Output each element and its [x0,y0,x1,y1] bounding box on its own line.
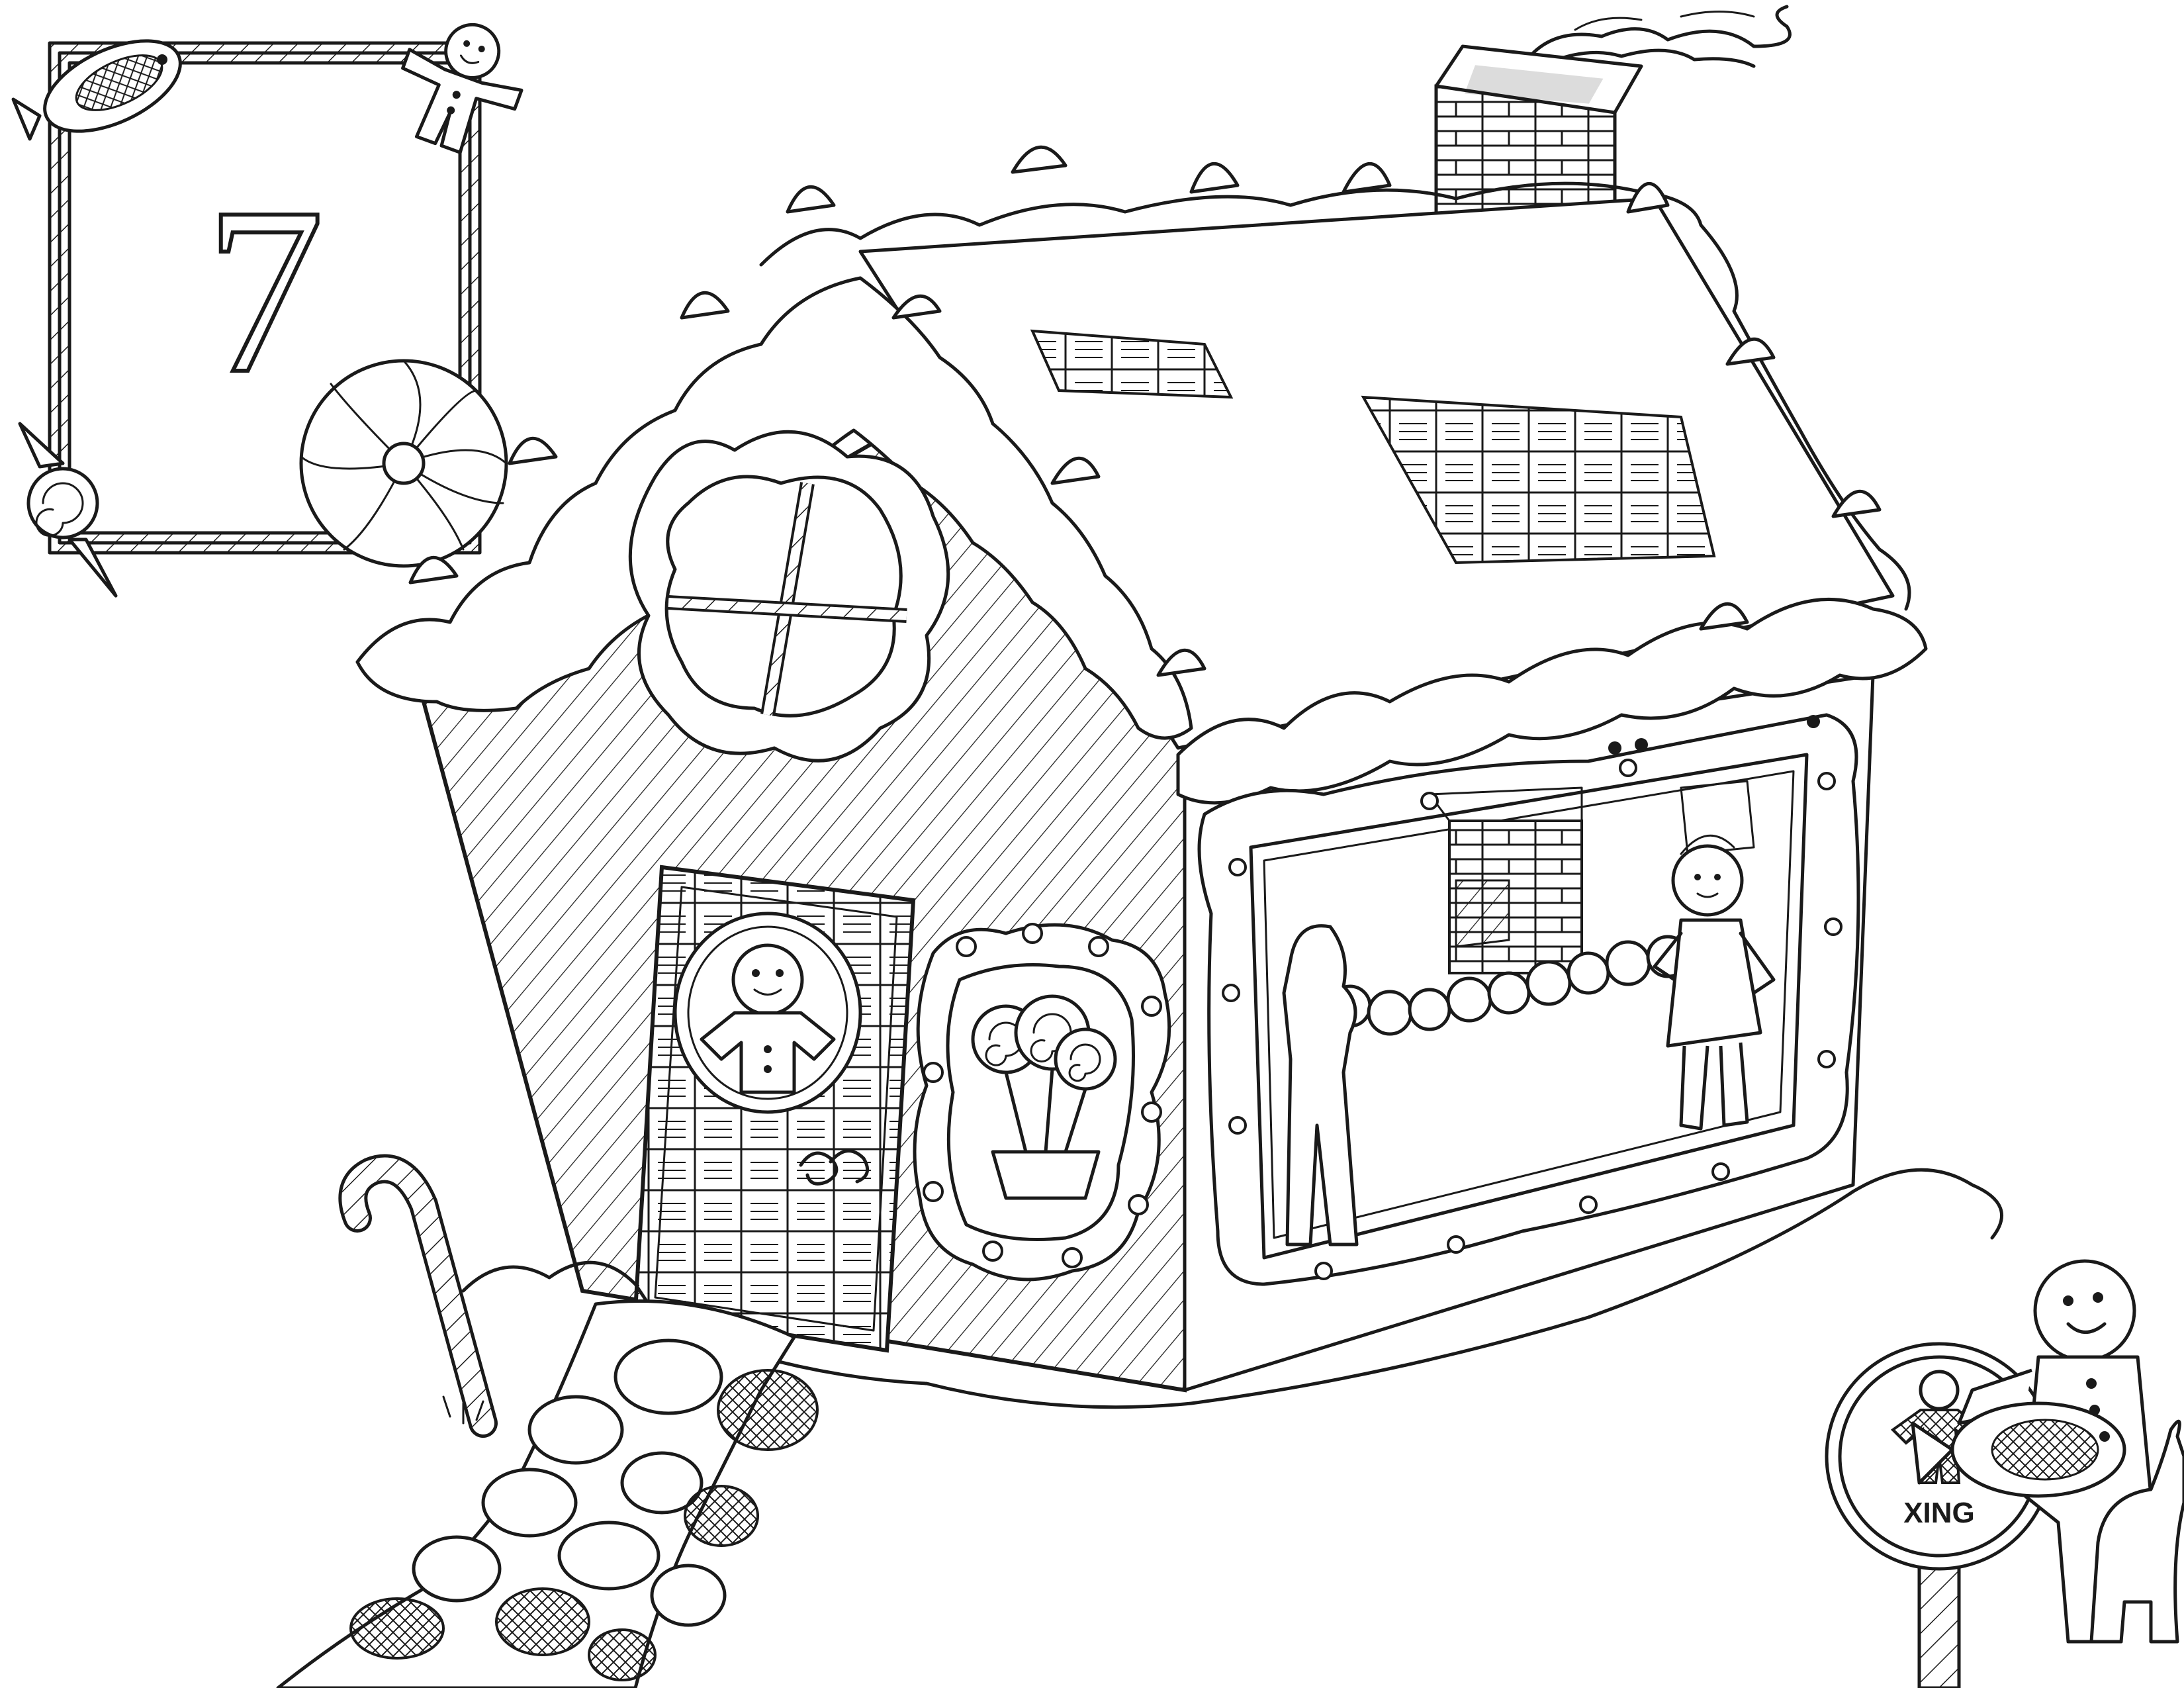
candy-cane-icon [338,1154,498,1438]
gingerbread-house [355,146,1928,1393]
gingerbread-man-icon [1282,924,1359,1246]
stone-path [276,1299,819,1688]
roof-frosting-ridge [759,181,1911,611]
gingerbread-man-icon [700,943,836,1094]
smoke-icon [1520,5,1792,68]
roof-shingles-left [1030,329,1234,399]
popcorn-garland [1328,935,1690,1036]
lollipop-icon [971,994,1117,1200]
crossing-sign-text: XING [1903,1497,1975,1529]
fish-cookie-icon [1911,1401,2126,1498]
number-card: 7 [11,23,523,598]
peppermint-candy-icon [299,359,508,568]
wrapped-candy-icon [18,422,118,598]
gingerbread-man-icon [401,23,523,154]
gumdrops [408,146,1882,677]
dog-cookie-icon [2089,1419,2184,1644]
roof-frosting-front [1176,598,1928,805]
fireplace [1428,786,1583,974]
gingerbread-girl-icon [1653,834,1776,1131]
roof-shingles-right [1361,395,1716,565]
fish-cookie-icon [11,39,182,141]
front-door[interactable] [633,865,916,1353]
door-handle[interactable] [799,1149,870,1186]
snow-ground [461,1168,2003,1409]
lollipop-window [913,923,1171,1282]
attic-window [628,430,950,763]
side-window [1197,713,1860,1286]
day-number: 7 [205,158,324,422]
